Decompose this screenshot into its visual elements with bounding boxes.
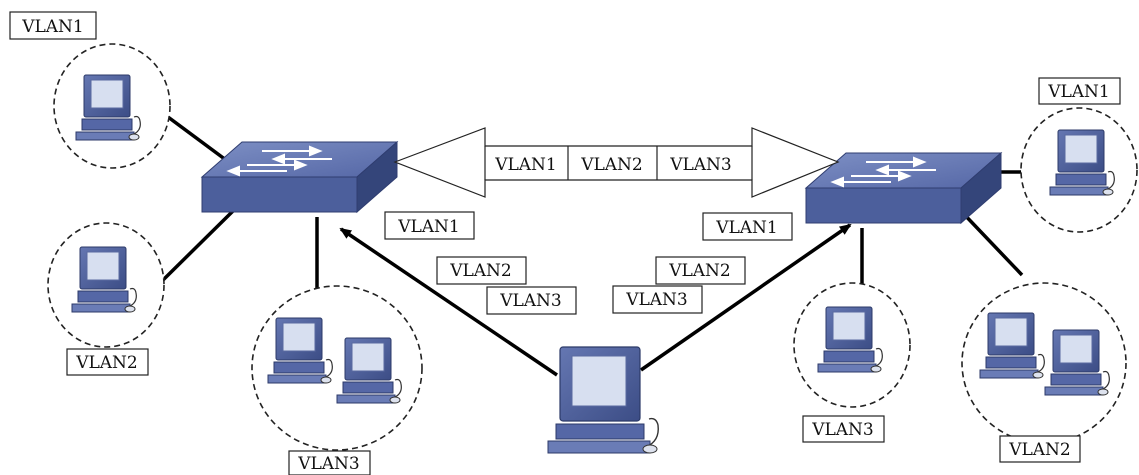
trunk-segment-vlan3: VLAN3	[669, 155, 732, 175]
label-left-uplink-3: VLAN3	[499, 291, 562, 311]
label-left-mid-host: VLAN2	[75, 353, 138, 373]
label-right-group: VLAN2	[1008, 440, 1071, 460]
trunk-segment-vlan1: VLAN1	[494, 155, 557, 175]
link-host1-switch-left	[166, 115, 228, 162]
link-host2-switch-left	[158, 208, 236, 285]
switch-left-icon	[201, 141, 398, 213]
trunk-computer-icon	[547, 346, 659, 454]
label-right-top-host: VLAN1	[1047, 82, 1110, 102]
label-right-mid-host: VLAN3	[811, 420, 874, 440]
uplink-arrow-right	[640, 223, 852, 372]
label-left-group: VLAN3	[297, 454, 360, 474]
link-switch-right-group	[958, 208, 1024, 277]
uplink-arrows	[339, 223, 852, 377]
trunk-link: VLAN1 VLAN2 VLAN3	[393, 127, 840, 198]
label-top-left-host: VLAN1	[21, 17, 84, 37]
label-left-uplink-2: VLAN2	[449, 261, 512, 281]
label-left-uplink-1: VLAN1	[397, 217, 460, 237]
label-right-uplink-3: VLAN3	[625, 290, 688, 310]
uplink-arrow-left	[339, 227, 558, 377]
label-right-uplink-1: VLAN1	[715, 218, 778, 238]
connection-lines	[158, 115, 1030, 290]
label-right-uplink-2: VLAN2	[668, 261, 731, 281]
trunk-segment-vlan2: VLAN2	[580, 155, 643, 175]
trunk-double-arrow	[393, 127, 840, 198]
